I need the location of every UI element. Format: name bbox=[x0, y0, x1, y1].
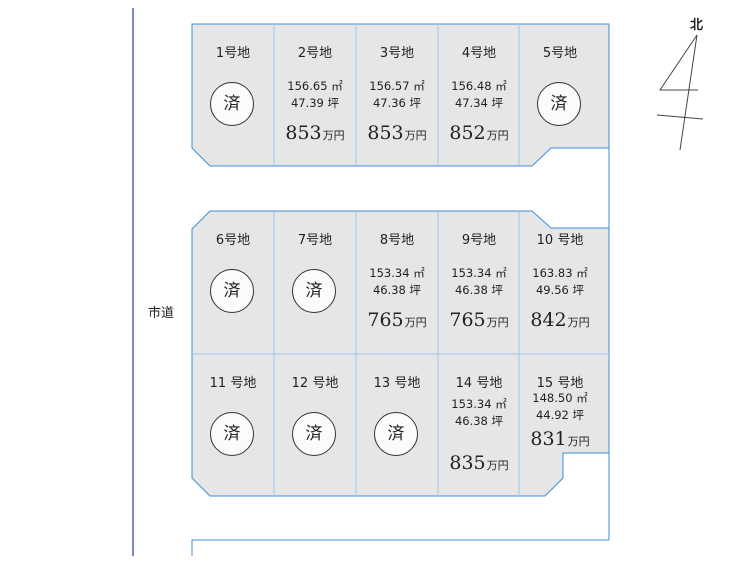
lot-area-m2: 163.83 ㎡ bbox=[532, 266, 588, 280]
lot-name: 7号地 bbox=[297, 233, 333, 248]
lot-price-unit: 万円 bbox=[486, 459, 509, 472]
lot-price: 842万円 bbox=[519, 309, 601, 331]
lot-area: 153.34 ㎡ 46.38 坪 bbox=[438, 396, 520, 430]
lot-10[interactable]: 10 号地 163.83 ㎡ 49.56 坪 842万円 bbox=[519, 211, 601, 351]
lot-price-unit: 万円 bbox=[404, 316, 427, 329]
lot-name: 10 号地 bbox=[536, 233, 584, 248]
lot-price: 853万円 bbox=[356, 122, 438, 144]
lot-area-tsubo: 47.36 坪 bbox=[372, 96, 422, 110]
lot-area-m2: 156.48 ㎡ bbox=[451, 79, 507, 93]
lot-price-unit: 万円 bbox=[322, 129, 345, 142]
top-block-dividers bbox=[273, 24, 520, 166]
lot-area-m2: 153.34 ㎡ bbox=[369, 266, 425, 280]
top-block bbox=[191, 23, 610, 167]
lot-area-tsubo: 47.34 坪 bbox=[454, 96, 504, 110]
road-label: 市道 bbox=[148, 306, 175, 321]
lot-area-m2: 153.34 ㎡ bbox=[451, 397, 507, 411]
lot-8[interactable]: 8号地 153.34 ㎡ 46.38 坪 765万円 bbox=[356, 211, 438, 351]
lot-price-unit: 万円 bbox=[486, 129, 509, 142]
lot-price-unit: 万円 bbox=[567, 316, 590, 329]
lot-price-unit: 万円 bbox=[567, 435, 590, 448]
lot-name: 9号地 bbox=[461, 233, 497, 248]
sold-mark: 済 bbox=[537, 82, 581, 126]
lot-area: 153.34 ㎡ 46.38 坪 bbox=[356, 265, 438, 299]
lot-price-value: 831 bbox=[530, 428, 567, 450]
sold-mark: 済 bbox=[292, 412, 336, 456]
lot-name: 15 号地 bbox=[536, 376, 584, 391]
lot-price: 765万円 bbox=[438, 309, 520, 331]
lot-area: 148.50 ㎡ 44.92 坪 bbox=[519, 390, 601, 424]
lot-price-value: 765 bbox=[449, 309, 486, 331]
lot-area: 156.57 ㎡ 47.36 坪 bbox=[356, 78, 438, 112]
lot-3[interactable]: 3号地 156.57 ㎡ 47.36 坪 853万円 bbox=[356, 24, 438, 164]
lot-name: 2号地 bbox=[297, 46, 333, 61]
lot-area-m2: 156.57 ㎡ bbox=[369, 79, 425, 93]
lot-name: 11 号地 bbox=[209, 376, 257, 391]
lot-name: 8号地 bbox=[379, 233, 415, 248]
lot-7[interactable]: 7号地済 bbox=[274, 211, 356, 351]
lot-area-tsubo: 46.38 坪 bbox=[454, 283, 504, 297]
lot-6[interactable]: 6号地済 bbox=[192, 211, 274, 351]
bottom-block-dividers bbox=[192, 211, 609, 496]
lot-price: 835万円 bbox=[438, 452, 520, 474]
lot-area: 153.34 ㎡ 46.38 坪 bbox=[438, 265, 520, 299]
lot-price-value: 852 bbox=[449, 122, 486, 144]
lot-area-tsubo: 46.38 坪 bbox=[372, 283, 422, 297]
boundary-lines bbox=[191, 148, 610, 556]
lot-area-tsubo: 47.39 坪 bbox=[290, 96, 340, 110]
lot-price: 853万円 bbox=[274, 122, 356, 144]
lot-14[interactable]: 14 号地 153.34 ㎡ 46.38 坪 835万円 bbox=[438, 354, 520, 494]
lot-name: 14 号地 bbox=[455, 376, 503, 391]
lot-1[interactable]: 1号地済 bbox=[192, 24, 274, 164]
lot-name: 13 号地 bbox=[373, 376, 421, 391]
lot-9[interactable]: 9号地 153.34 ㎡ 46.38 坪 765万円 bbox=[438, 211, 520, 351]
north-label: 北 bbox=[690, 18, 704, 33]
lot-area-tsubo: 46.38 坪 bbox=[454, 414, 504, 428]
lot-price-unit: 万円 bbox=[486, 316, 509, 329]
lot-name: 4号地 bbox=[461, 46, 497, 61]
lot-area-m2: 148.50 ㎡ bbox=[532, 391, 588, 405]
lot-area: 156.48 ㎡ 47.34 坪 bbox=[438, 78, 520, 112]
lot-area-m2: 153.34 ㎡ bbox=[451, 266, 507, 280]
sold-mark: 済 bbox=[292, 269, 336, 313]
lot-area: 163.83 ㎡ 49.56 坪 bbox=[519, 265, 601, 299]
lot-12[interactable]: 12 号地済 bbox=[274, 354, 356, 494]
lot-price-unit: 万円 bbox=[404, 129, 427, 142]
lot-name: 12 号地 bbox=[291, 376, 339, 391]
lot-area: 156.65 ㎡ 47.39 坪 bbox=[274, 78, 356, 112]
lot-name: 1号地 bbox=[215, 46, 251, 61]
lot-area-tsubo: 49.56 坪 bbox=[535, 283, 585, 297]
lot-name: 5号地 bbox=[542, 46, 578, 61]
lot-2[interactable]: 2号地 156.65 ㎡ 47.39 坪 853万円 bbox=[274, 24, 356, 164]
lot-5[interactable]: 5号地済 bbox=[519, 24, 601, 164]
lot-price: 765万円 bbox=[356, 309, 438, 331]
lot-name: 3号地 bbox=[379, 46, 415, 61]
lot-area-m2: 156.65 ㎡ bbox=[287, 79, 343, 93]
lot-price: 831万円 bbox=[519, 428, 601, 450]
north-arrow-icon bbox=[656, 34, 704, 151]
lot-price-value: 842 bbox=[530, 309, 567, 331]
sold-mark: 済 bbox=[210, 412, 254, 456]
lot-area-tsubo: 44.92 坪 bbox=[535, 408, 585, 422]
lot-price-value: 765 bbox=[367, 309, 404, 331]
lot-price-value: 853 bbox=[367, 122, 404, 144]
sold-mark: 済 bbox=[210, 82, 254, 126]
lot-name: 6号地 bbox=[215, 233, 251, 248]
sold-mark: 済 bbox=[374, 412, 418, 456]
lot-price-value: 835 bbox=[449, 452, 486, 474]
lot-4[interactable]: 4号地 156.48 ㎡ 47.34 坪 852万円 bbox=[438, 24, 520, 164]
lot-11[interactable]: 11 号地済 bbox=[192, 354, 274, 494]
lot-price-value: 853 bbox=[285, 122, 322, 144]
lot-price: 852万円 bbox=[438, 122, 520, 144]
lot-13[interactable]: 13 号地済 bbox=[356, 354, 438, 494]
sold-mark: 済 bbox=[210, 269, 254, 313]
